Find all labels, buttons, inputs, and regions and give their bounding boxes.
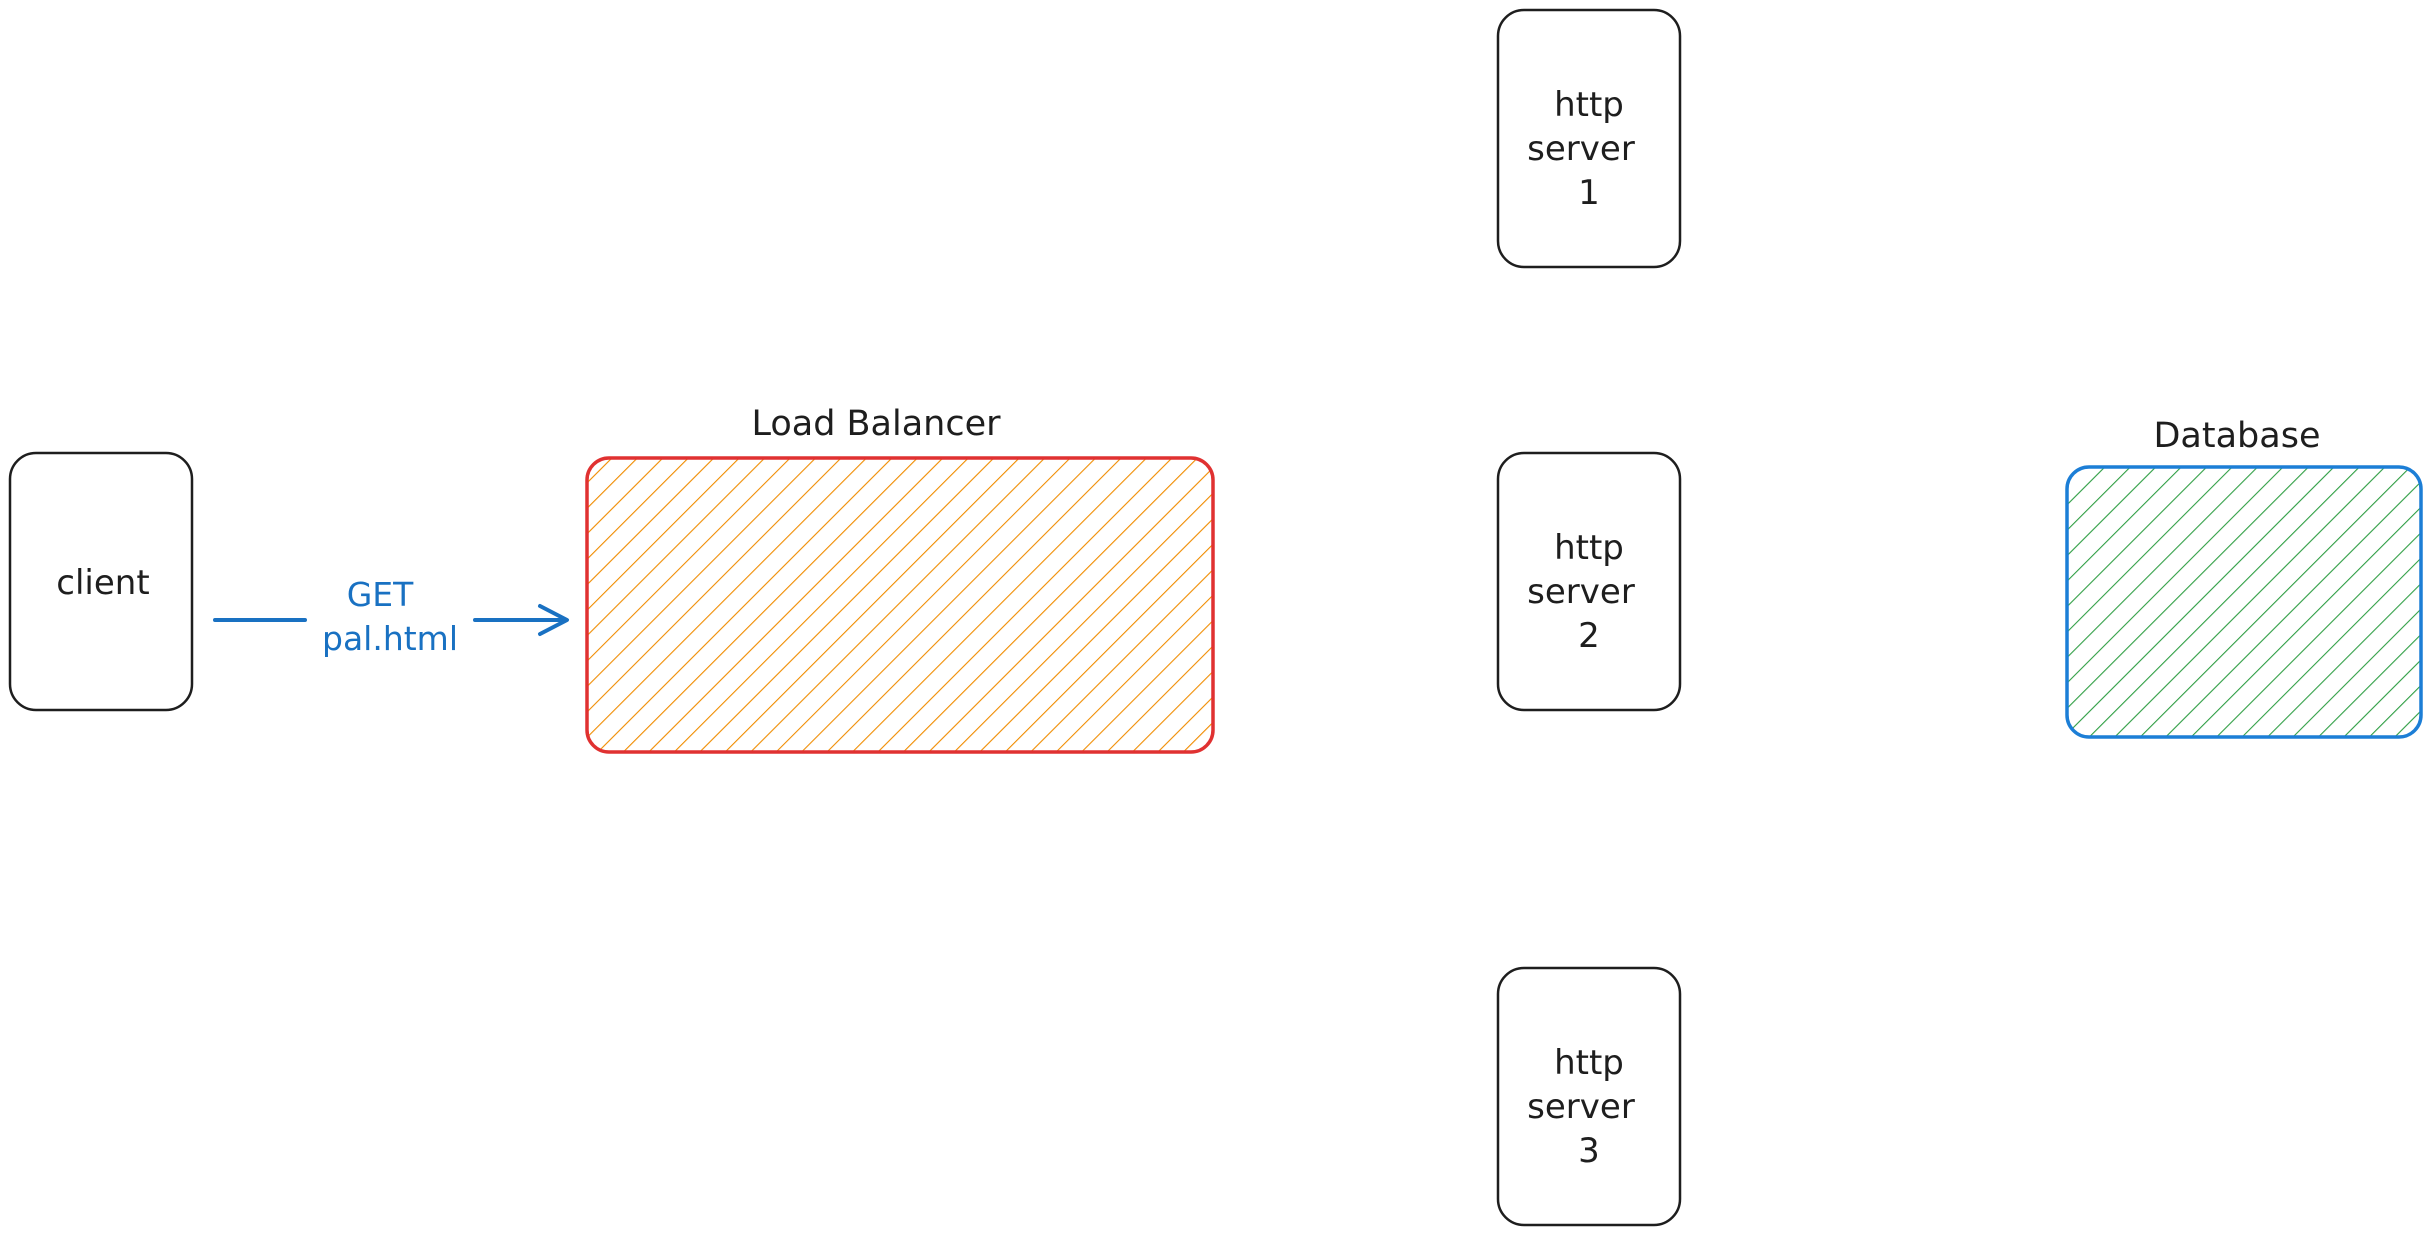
http-server-2-line1: http <box>1554 528 1624 568</box>
http-server-2-node[interactable]: http server 2 <box>1496 451 1682 712</box>
request-method-label: GET <box>347 575 414 614</box>
client-label: client <box>56 563 149 603</box>
http-server-3-box <box>1496 966 1682 1227</box>
http-server-2-line3: 2 <box>1578 616 1600 656</box>
load-balancer-hatch-fill <box>588 459 1212 751</box>
http-server-3-line3: 3 <box>1578 1131 1600 1171</box>
request-path-label: pal.html <box>322 619 458 658</box>
http-server-3-node[interactable]: http server 3 <box>1496 966 1682 1227</box>
http-server-1-box <box>1496 8 1682 269</box>
load-balancer-node[interactable]: Load Balancer <box>585 404 1215 754</box>
http-server-2-box <box>1496 451 1682 712</box>
http-server-1-line3: 1 <box>1578 173 1600 213</box>
http-server-1-line2: server <box>1527 129 1635 169</box>
http-server-2-line2: server <box>1527 572 1635 612</box>
load-balancer-box <box>585 456 1215 754</box>
client-node[interactable]: client <box>8 451 194 712</box>
database-node[interactable]: Database <box>2065 416 2423 739</box>
load-balancer-caption: Load Balancer <box>751 404 1001 444</box>
request-arrow[interactable]: GET pal.html <box>213 575 569 658</box>
http-server-1-node[interactable]: http server 1 <box>1496 8 1682 269</box>
client-box <box>8 451 194 712</box>
database-caption: Database <box>2153 416 2320 456</box>
http-server-3-line2: server <box>1527 1087 1635 1127</box>
request-arrowhead-icon <box>538 604 569 636</box>
database-hatch-fill <box>2068 468 2420 736</box>
database-box <box>2065 465 2423 739</box>
http-server-1-line1: http <box>1554 85 1624 125</box>
http-server-3-line1: http <box>1554 1043 1624 1083</box>
